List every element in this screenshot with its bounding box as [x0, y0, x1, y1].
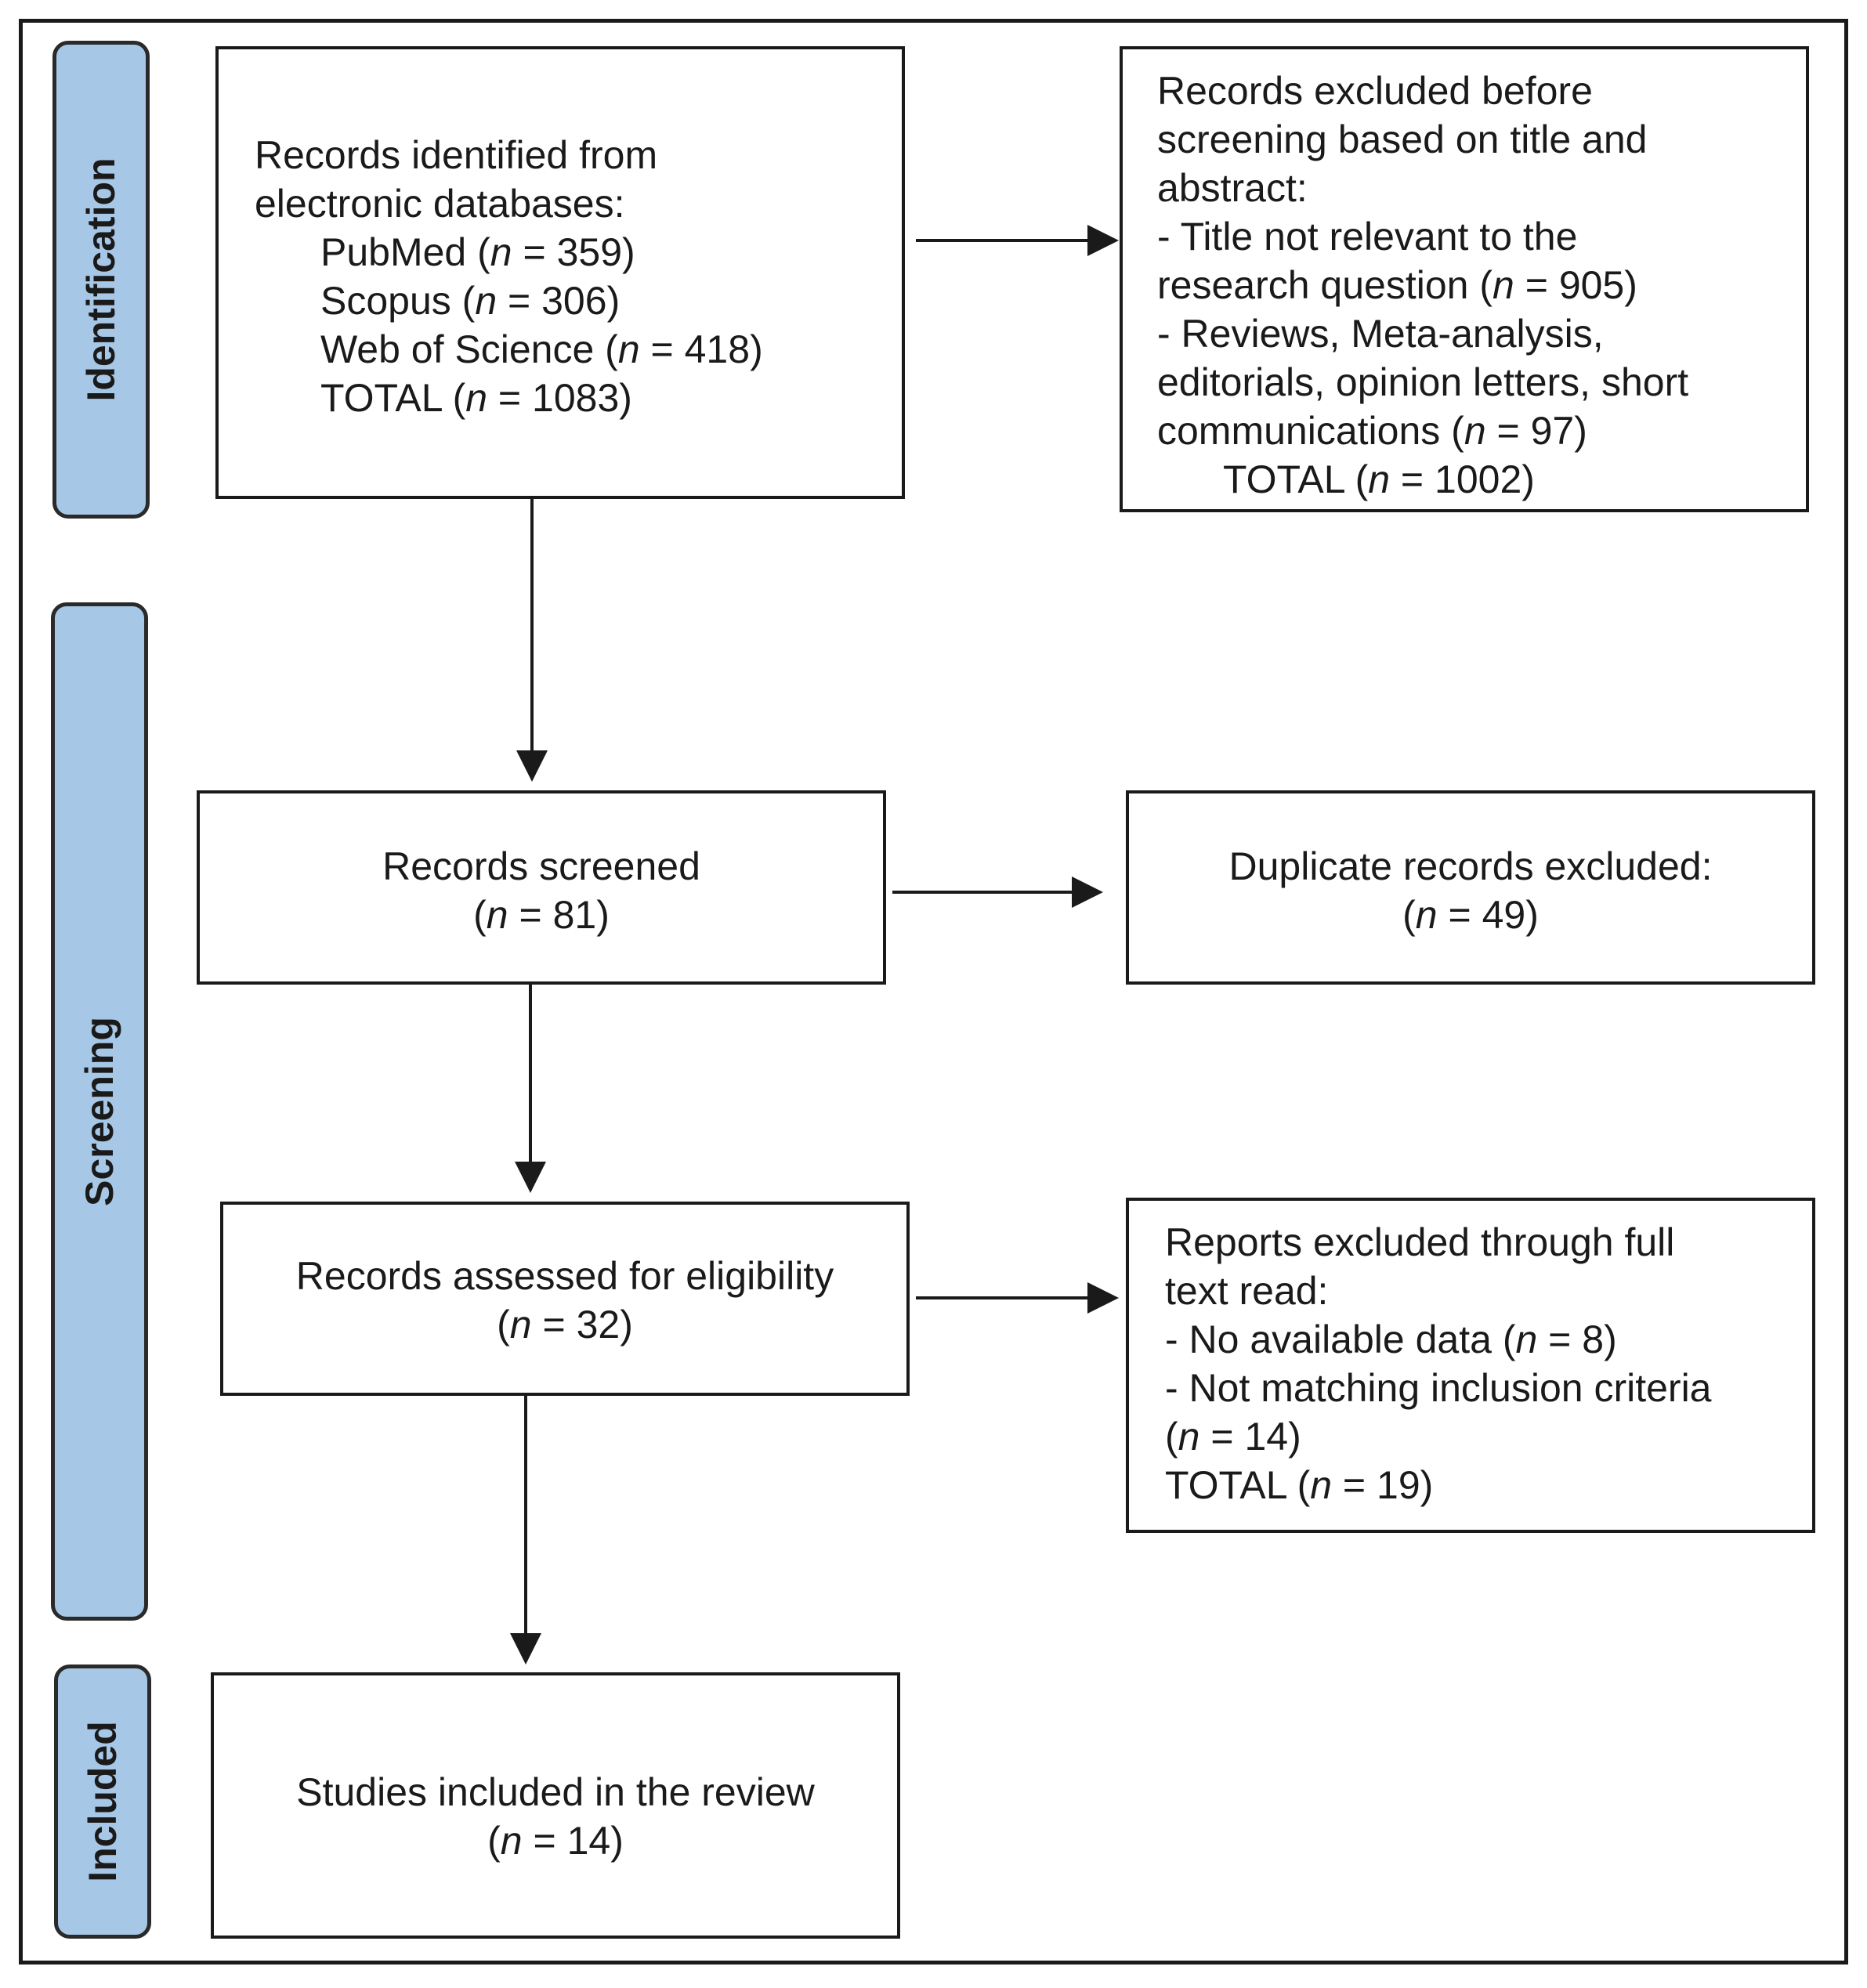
- excluded-line-2: screening based on title and: [1157, 117, 1648, 161]
- fulltext-line-2: text read:: [1165, 1269, 1329, 1313]
- source-pubmed: PubMed (n = 359): [320, 230, 635, 274]
- duplicates-label: Duplicate records excluded:: [1228, 844, 1713, 888]
- records-identified-box: Records identified from electronic datab…: [215, 46, 905, 499]
- screened-count: (n = 81): [473, 893, 610, 937]
- duplicates-count: (n = 49): [1402, 893, 1539, 937]
- source-scopus: Scopus (n = 306): [320, 279, 621, 323]
- diagram-frame: Identification Screening Included Record…: [19, 19, 1848, 1965]
- fulltext-reason-2: - Not matching inclusion criteria: [1165, 1366, 1712, 1410]
- phase-identification: Identification: [52, 41, 150, 519]
- fulltext-reason-2-count: (n = 14): [1165, 1415, 1301, 1458]
- eligibility-label: Records assessed for eligibility: [295, 1254, 834, 1298]
- records-screened-box: Records screened (n = 81): [197, 790, 886, 985]
- excluded-reason-2-line-3: communications (n = 97): [1157, 409, 1587, 453]
- excluded-line-4: - Title not relevant to the: [1157, 215, 1578, 258]
- excluded-total: TOTAL (n = 1002): [1223, 457, 1535, 501]
- phase-included: Included: [54, 1664, 151, 1939]
- excluded-reason-2-line-2: editorials, opinion letters, short: [1157, 360, 1689, 404]
- fulltext-total: TOTAL (n = 19): [1165, 1463, 1434, 1507]
- screened-label: Records screened: [382, 844, 700, 888]
- phase-screening: Screening: [51, 602, 148, 1621]
- duplicate-records-box: Duplicate records excluded: (n = 49): [1126, 790, 1815, 985]
- excluded-reason-2-line-1: - Reviews, Meta-analysis,: [1157, 312, 1604, 356]
- fulltext-line-1: Reports excluded through full: [1165, 1220, 1675, 1264]
- studies-included-box: Studies included in the review (n = 14): [211, 1672, 900, 1939]
- identified-heading-2: electronic databases:: [255, 182, 625, 226]
- records-eligibility-box: Records assessed for eligibility (n = 32…: [220, 1202, 910, 1396]
- included-count: (n = 14): [487, 1819, 624, 1863]
- fulltext-reason-1: - No available data (n = 8): [1165, 1318, 1617, 1361]
- excluded-line-1: Records excluded before: [1157, 69, 1593, 113]
- included-label: Studies included in the review: [296, 1770, 815, 1814]
- excluded-reason-1: research question (n = 905): [1157, 263, 1637, 307]
- excluded-before-screening-box: Records excluded before screening based …: [1120, 46, 1809, 512]
- eligibility-count: (n = 32): [497, 1303, 633, 1346]
- fulltext-excluded-box: Reports excluded through full text read:…: [1126, 1198, 1815, 1533]
- flow-arrows: [510, 225, 1119, 1664]
- identified-heading-1: Records identified from: [255, 133, 658, 177]
- excluded-line-3: abstract:: [1157, 166, 1308, 210]
- source-total: TOTAL (n = 1083): [320, 376, 632, 420]
- source-web-of-science: Web of Science (n = 418): [320, 327, 763, 371]
